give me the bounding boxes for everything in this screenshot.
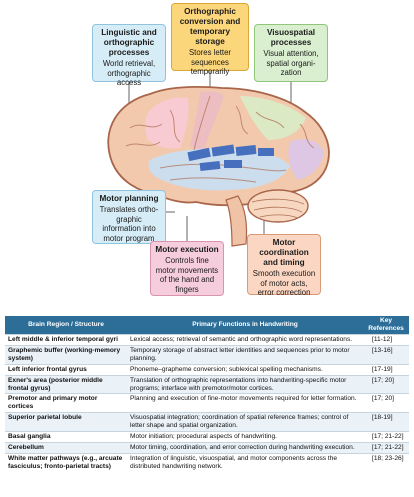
callout-orthographic-title: Orthographic conversion and temporary st… [179,7,241,46]
brain-regions-table: Brain Region / Structure Primary Functio… [5,316,409,472]
motor-strip [190,91,224,150]
frontal-region [145,97,189,149]
table-row: Graphemic buffer (working-memory system)… [5,344,409,365]
row-region: Left middle & inferior temporal gyri [5,334,127,346]
cerebellum [247,189,309,223]
callout-motor-execution-title: Motor execution [155,245,219,254]
table-row: Left inferior frontal gyrus Phoneme–grap… [5,363,409,376]
row-region: White matter pathways (e.g., arcuate fas… [5,452,127,472]
row-function: Visuospatial integration; coordination o… [127,412,363,432]
row-refs: [17-19] [363,363,409,376]
row-region: Left inferior frontal gyrus [5,363,127,376]
tract-blocks [187,144,274,172]
table-row: Premotor and primary motor cortices Plan… [5,393,409,413]
table-row: White matter pathways (e.g., arcuate fas… [5,452,409,472]
table-row: Basal ganglia Motor initiation; procedur… [5,431,409,443]
row-refs: [18; 23-26] [363,452,409,472]
row-refs: [18-19] [363,412,409,432]
table-row: Left middle & inferior temporal gyri Lex… [5,334,409,346]
callout-visuospatial-desc: Visual attention, spatial organi-zation [263,49,319,78]
gyri-folds [125,95,315,183]
row-function: Temporary storage of abstract letter ide… [127,344,363,365]
row-refs: [17; 20] [363,374,409,394]
row-region: Basal ganglia [5,431,127,443]
callout-visuospatial: Visuospatial processes Visual attention,… [254,24,328,82]
callout-orthographic-desc: Stores letter sequences temporarily [188,48,232,77]
row-refs: [17; 20] [363,393,409,413]
row-region: Cerebellum [5,441,127,454]
row-region: Graphemic buffer (working-memory system) [5,344,127,365]
brain-illustration [107,71,330,247]
row-function: Integration of linguistic, visuospatial,… [127,452,363,472]
callout-motor-coordination: Motor coordination and timing Smooth exe… [247,234,321,298]
callout-motor-planning: Motor planning Translates ortho-graphic … [92,190,166,244]
callout-linguistic-title: Linguistic and orthographic processes [101,28,157,57]
callout-motor-coordination-title: Motor coordination and timing [259,238,309,267]
table-header-row: Brain Region / Structure Primary Functio… [5,316,409,335]
row-function: Lexical access; retrieval of semantic an… [127,334,363,346]
posterior-region [288,139,324,180]
header-references: Key References [363,316,409,335]
callout-linguistic: Linguistic and orthographic processes Wo… [92,24,166,87]
table-row: Exner's area (posterior middle frontal g… [5,374,409,394]
table-row: Cerebellum Motor timing, coordination, a… [5,441,409,454]
brain-stem [225,195,248,247]
callout-visuospatial-title: Visuospatial processes [266,28,316,47]
callout-motor-coordination-desc: Smooth execution of motor acts, error co… [252,269,316,298]
callout-motor-planning-desc: Translates ortho-graphic information int… [99,205,159,243]
callout-orthographic: Orthographic conversion and temporary st… [171,3,249,76]
row-function: Motor initiation; procedural aspects of … [127,431,363,443]
row-region: Superior parietal lobule [5,412,127,432]
cerebellum-folds [251,198,305,219]
parietal-region [240,96,306,140]
header-region: Brain Region / Structure [5,316,127,335]
temporal-lobe [148,148,290,191]
callout-linguistic-desc: World retrieval, orthographic access [102,59,156,88]
row-refs: [13-16] [363,344,409,365]
brain-figure: Linguistic and orthographic processes Wo… [92,3,330,298]
row-region: Premotor and primary motor cortices [5,393,127,413]
header-function: Primary Functions in Handwriting [127,316,363,335]
table-row: Superior parietal lobule Visuospatial in… [5,412,409,432]
row-function: Motor timing, coordination, and error co… [127,441,363,454]
callout-motor-execution-desc: Controls fine motor movements of the han… [155,256,219,294]
callout-motor-execution: Motor execution Controls fine motor move… [150,241,224,296]
row-region: Exner's area (posterior middle frontal g… [5,374,127,394]
row-function: Translation of orthographic representati… [127,374,363,394]
callout-motor-planning-title: Motor planning [99,194,159,203]
row-refs: [17; 21-22] [363,431,409,443]
row-function: Phoneme–grapheme conversion; sublexical … [127,363,363,376]
row-function: Planning and execution of fine-motor mov… [127,393,363,413]
row-refs: [17; 21-22] [363,441,409,454]
row-refs: [11-12] [363,334,409,346]
